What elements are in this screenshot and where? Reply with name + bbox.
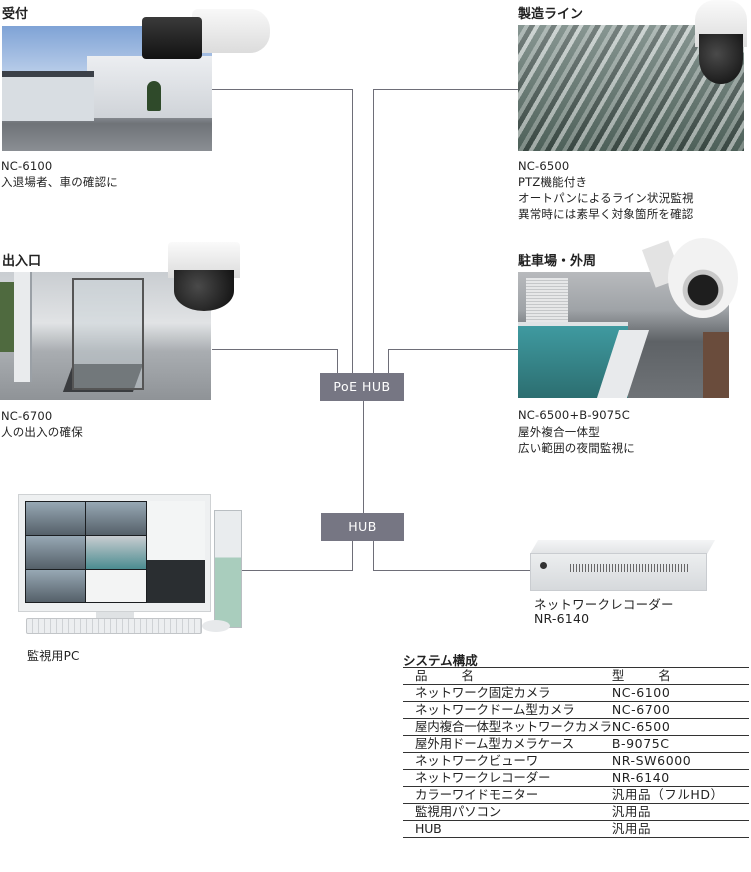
model-name-cell: NR-SW6000 [611,752,749,770]
header-model-name: 型 名 [611,667,749,685]
product-name-cell: ネットワークドーム型カメラ [403,701,612,719]
pc-label: 監視用PC [27,649,80,663]
system-config-title: システム構成 [403,653,478,668]
connection-line [388,349,389,374]
table-header-row: 品 名 型 名 [403,667,749,685]
connection-line [241,570,353,571]
entrance-title: 出入口 [2,254,42,269]
product-name-cell: 監視用パソコン [403,803,612,821]
connection-line [388,349,519,350]
reception-title: 受付 [2,7,29,22]
connection-line [363,401,364,514]
model-name-cell: 汎用品 [611,803,749,821]
product-name-cell: HUB [403,820,612,838]
table-row: カラーワイドモニター汎用品（フルHD） [403,786,749,804]
model-name-cell: NR-6140 [611,769,749,787]
parking-desc-1: 屋外複合一体型 [518,425,600,439]
hub-box: HUB [321,513,404,541]
poe-hub-box: PoE HUB [320,373,404,401]
product-name-cell: ネットワークビューワ [403,752,612,770]
model-name-cell: NC-6500 [611,718,749,736]
factory-title: 製造ライン [518,7,584,22]
factory-desc-2: オートパンによるライン状況監視 [518,191,694,205]
factory-model: NC-6500 [518,159,570,173]
product-name-cell: カラーワイドモニター [403,786,612,804]
product-name-cell: 屋内複合一体型ネットワークカメラ [403,718,612,736]
connection-line [212,89,353,90]
entrance-photo [0,272,211,400]
product-name-cell: ネットワークレコーダー [403,769,612,787]
header-product-name: 品 名 [403,667,612,685]
entrance-desc: 人の出入の確保 [1,425,83,439]
connection-line [373,89,519,90]
table-row: 監視用パソコン汎用品 [403,803,749,821]
connection-line [212,349,338,350]
model-name-cell: 汎用品（フルHD） [611,786,749,804]
product-name-cell: 屋外用ドーム型カメラケース [403,735,612,753]
network-recorder-image [530,540,716,595]
factory-desc-3: 異常時には素早く対象箇所を確認 [518,207,694,221]
product-name-cell: ネットワーク固定カメラ [403,684,612,702]
reception-model: NC-6100 [1,159,53,173]
connection-line [373,541,374,571]
reception-desc: 入退場者、車の確認に [1,175,118,189]
connection-line [352,89,353,374]
ptz-dome-camera-image [695,0,747,86]
model-name-cell: B-9075C [611,735,749,753]
parking-model: NC-6500+B-9075C [518,408,631,422]
connection-line [373,570,531,571]
model-name-cell: NC-6700 [611,701,749,719]
connection-line [373,89,374,374]
dome-camera-image [168,242,240,312]
entrance-model: NC-6700 [1,409,53,423]
recorder-model: NR-6140 [534,611,590,626]
connection-line [352,541,353,571]
connection-line [337,349,338,374]
model-name-cell: 汎用品 [611,820,749,838]
outdoor-dome-camera-image [642,238,738,320]
factory-desc-1: PTZ機能付き [518,175,588,189]
recorder-label: ネットワークレコーダー [534,597,674,612]
box-camera-image [142,7,270,59]
parking-desc-2: 広い範囲の夜間監視に [518,441,635,455]
monitoring-pc-image [18,492,243,640]
parking-title: 駐車場・外周 [518,254,597,269]
model-name-cell: NC-6100 [611,684,749,702]
